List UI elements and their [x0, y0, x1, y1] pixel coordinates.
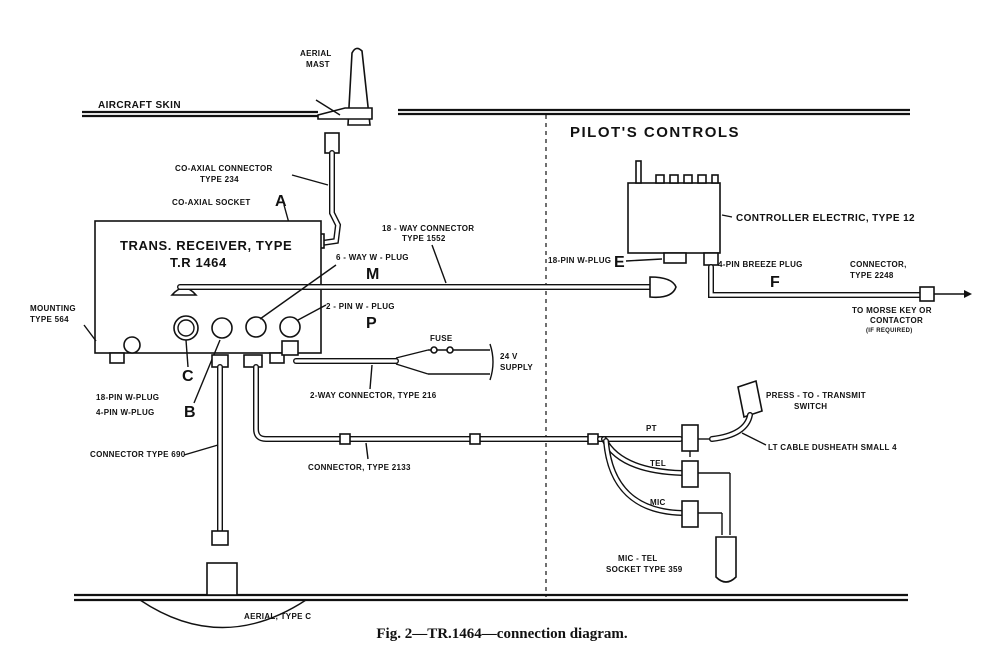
- letter-p: P: [366, 315, 377, 332]
- letter-b: B: [184, 404, 196, 421]
- two-way-connector-label: 2-WAY CONNECTOR, TYPE 216: [310, 391, 437, 400]
- press-to-transmit-label-2: SWITCH: [794, 402, 827, 411]
- mic-tel-socket-label-1: MIC - TEL: [618, 554, 658, 563]
- supply-label-2: SUPPLY: [500, 363, 533, 372]
- coaxial-connector: [313, 132, 342, 249]
- aerial-mast-label-1: AERIAL: [300, 49, 332, 58]
- aerial-type-label: AERIAL, TYPE C: [244, 612, 311, 621]
- pin18-plug-c-label: 18-PIN W-PLUG: [96, 393, 159, 402]
- mic-tel-socket: [715, 536, 737, 583]
- mic-label: MIC: [650, 498, 666, 507]
- morse-key-label-1: TO MORSE KEY OR: [852, 306, 932, 315]
- aerial-mast-label-2: MAST: [306, 60, 330, 69]
- coaxial-socket-label: CO-AXIAL SOCKET: [172, 198, 251, 207]
- press-to-transmit-label-1: PRESS - TO - TRANSMIT: [766, 391, 866, 400]
- six-way-plug-label: 6 - WAY W - PLUG: [336, 253, 409, 262]
- figure-caption: Fig. 2—TR.1464—connection diagram.: [376, 626, 628, 642]
- connector-1552: [177, 276, 677, 299]
- press-to-transmit-switch: [709, 379, 763, 442]
- pin18-plug-e-label: 18-PIN W-PLUG: [548, 256, 611, 265]
- if-required-label: (IF REQUIRED): [866, 328, 913, 334]
- trans-receiver-label-2: T.R 1464: [170, 255, 227, 270]
- mounting-label-2: TYPE 564: [30, 315, 69, 324]
- coaxial-connector-label-2: TYPE 234: [200, 175, 239, 184]
- supply-label-1: 24 V: [500, 352, 518, 361]
- mounting-label-1: MOUNTING: [30, 304, 76, 313]
- letter-f: F: [770, 274, 780, 291]
- connector-2133-label: CONNECTOR, TYPE 2133: [308, 463, 411, 472]
- lt-cable-label: LT CABLE DUSHEATH SMALL 4: [768, 443, 897, 452]
- pilots-controls-title: PILOT'S CONTROLS: [570, 124, 740, 141]
- connector-2248-label-1: CONNECTOR,: [850, 260, 907, 269]
- aircraft-skin-top: [82, 108, 910, 118]
- letter-e: E: [614, 254, 625, 271]
- breeze-plug-label: 4-PIN BREEZE PLUG: [718, 260, 803, 269]
- mic-tel-socket-label-2: SOCKET TYPE 359: [606, 565, 683, 574]
- pin4-plug-b-label: 4-PIN W-PLUG: [96, 408, 155, 417]
- connector-2248: [708, 264, 972, 302]
- connector-2133: [243, 354, 607, 445]
- morse-key-label-2: CONTACTOR: [870, 316, 923, 325]
- coaxial-connector-label-1: CO-AXIAL CONNECTOR: [175, 164, 273, 173]
- connector-690-label: CONNECTOR TYPE 690: [90, 450, 186, 459]
- aircraft-skin-label: AIRCRAFT SKIN: [98, 100, 181, 111]
- mounting-feet: [109, 352, 285, 364]
- branch-cables: [597, 436, 685, 516]
- junction-boxes: [681, 424, 731, 535]
- connector-690: [139, 354, 307, 629]
- aircraft-skin-bottom: [74, 593, 908, 602]
- connector-216: [281, 340, 494, 381]
- trans-receiver-label-1: TRANS. RECEIVER, TYPE: [120, 238, 292, 253]
- controller-electric: [627, 160, 721, 266]
- connector-1552-label-2: TYPE 1552: [402, 234, 446, 243]
- pt-label: PT: [646, 424, 657, 433]
- fuse-label: FUSE: [430, 334, 453, 343]
- controller-electric-label: CONTROLLER ELECTRIC, TYPE 12: [736, 213, 915, 224]
- letter-c: C: [182, 368, 194, 385]
- tel-label: TEL: [650, 459, 666, 468]
- letter-m: M: [366, 266, 379, 283]
- aerial-mast: [315, 47, 373, 126]
- connector-2248-label-2: TYPE 2248: [850, 271, 894, 280]
- connector-1552-label-1: 18 - WAY CONNECTOR: [382, 224, 474, 233]
- two-pin-plug-label: 2 - PIN W - PLUG: [326, 302, 395, 311]
